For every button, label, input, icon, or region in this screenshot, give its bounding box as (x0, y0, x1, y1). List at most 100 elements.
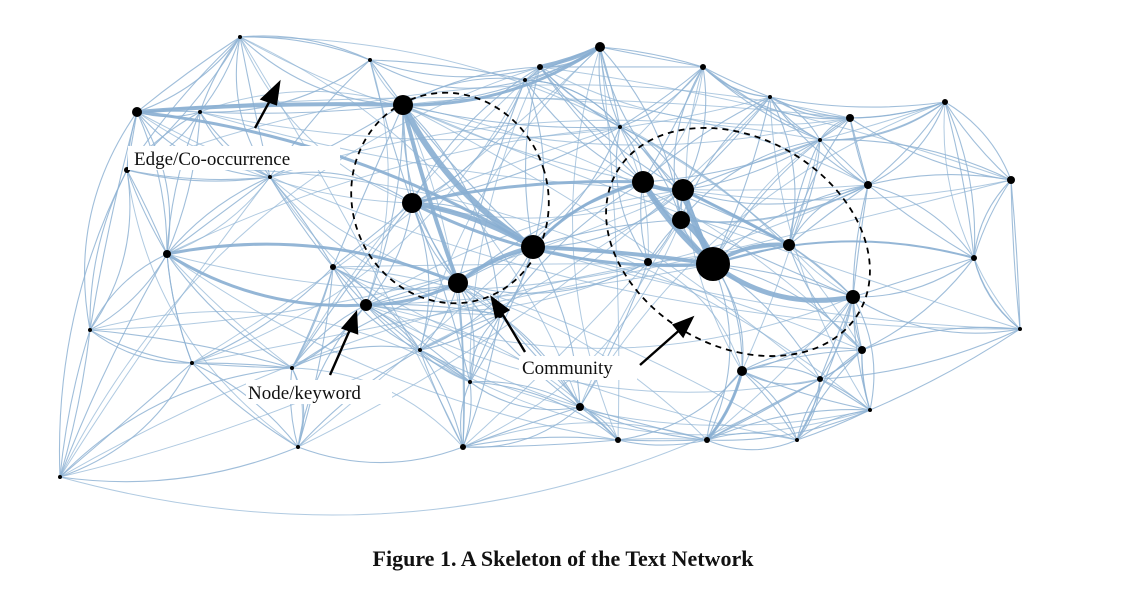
network-edge (682, 139, 821, 191)
network-edge (532, 245, 714, 266)
keyword-node (88, 328, 92, 332)
network-edge (579, 406, 708, 441)
network-edge (166, 252, 367, 308)
network-edge (462, 381, 472, 448)
text-network-diagram: Edge/Co-occurrence Node/keyword Communit… (58, 35, 1022, 516)
network-edge (126, 169, 168, 255)
node-arrow-head (340, 309, 359, 335)
keyword-node (1007, 176, 1015, 184)
network-edge (89, 253, 168, 331)
network-edge (619, 66, 704, 128)
network-edge (419, 46, 601, 351)
network-edge (469, 314, 501, 383)
network-edge (712, 240, 975, 265)
network-edge (1010, 179, 1021, 330)
keyword-node (132, 107, 142, 117)
keyword-node (521, 235, 545, 259)
network-edge (239, 36, 851, 146)
keyword-node (468, 380, 472, 384)
network-edge (973, 179, 1012, 259)
keyword-node (198, 110, 202, 114)
network-edge (419, 314, 501, 351)
network-edge (532, 246, 581, 408)
keyword-node (868, 408, 872, 412)
network-edge (712, 263, 863, 351)
network-edge (943, 101, 975, 259)
keyword-node (864, 181, 872, 189)
network-edge (89, 329, 293, 369)
network-edge (462, 406, 581, 448)
network-edge (849, 101, 946, 119)
network-edge (769, 96, 871, 411)
network-edge (365, 304, 619, 441)
network-edge (769, 96, 821, 141)
keyword-node (238, 35, 242, 39)
network-edge (136, 111, 1021, 330)
network-edge (682, 96, 771, 191)
network-edge (532, 219, 682, 248)
network-edge (419, 349, 464, 448)
network-edge (788, 244, 854, 298)
network-edge (788, 139, 821, 246)
network-edge (769, 96, 869, 186)
network-edge (59, 446, 299, 483)
network-edge (819, 101, 946, 141)
network-edge (469, 381, 619, 441)
network-edge (332, 202, 413, 268)
keyword-node (595, 42, 605, 52)
network-edge (269, 176, 581, 408)
network-edge (796, 378, 821, 441)
network-edge (852, 257, 975, 298)
network-edge (166, 242, 459, 285)
network-edge (166, 111, 201, 255)
network-edge (297, 266, 334, 448)
network-edge (819, 101, 946, 141)
network-edge (599, 46, 704, 68)
network-edge (702, 66, 821, 141)
keyword-node (858, 346, 866, 354)
network-edge (702, 66, 771, 98)
network-edge (579, 406, 708, 441)
network-edge (867, 184, 975, 259)
network-edge (706, 378, 821, 441)
network-edge (291, 304, 367, 369)
network-edge (973, 257, 1021, 330)
network-edge (136, 102, 404, 114)
network-edge (411, 202, 534, 248)
keyword-node (700, 64, 706, 70)
keyword-node (618, 125, 622, 129)
network-edge (867, 101, 946, 186)
network-edge (788, 244, 863, 351)
network-edge (617, 439, 708, 442)
network-edge (617, 370, 743, 441)
network-edge (599, 46, 704, 68)
network-edge (579, 101, 946, 408)
network-edge (532, 246, 1021, 330)
network-edge (539, 66, 851, 126)
network-edge (89, 169, 131, 331)
network-edge (191, 362, 293, 369)
node-layer (58, 35, 1022, 479)
network-edge (706, 439, 798, 451)
network-edge (136, 36, 241, 113)
network-edge (136, 36, 241, 113)
network-edge (619, 66, 704, 128)
network-edge (682, 66, 707, 191)
network-edge (499, 181, 644, 316)
network-edge (680, 219, 854, 298)
network-edge (59, 176, 271, 478)
network-edge (973, 179, 1012, 259)
network-edge (166, 126, 621, 255)
network-edge (796, 349, 863, 441)
edge-label-bg (128, 146, 340, 170)
network-edge (861, 257, 975, 351)
node-label-bg (246, 380, 392, 404)
network-edge (365, 59, 389, 306)
keyword-node (330, 264, 336, 270)
network-edge (462, 436, 619, 448)
network-edge (411, 200, 535, 250)
network-edge (365, 304, 421, 351)
network-edge (944, 101, 1012, 181)
community-arrow-left-head (490, 295, 511, 319)
network-edge (126, 169, 168, 255)
